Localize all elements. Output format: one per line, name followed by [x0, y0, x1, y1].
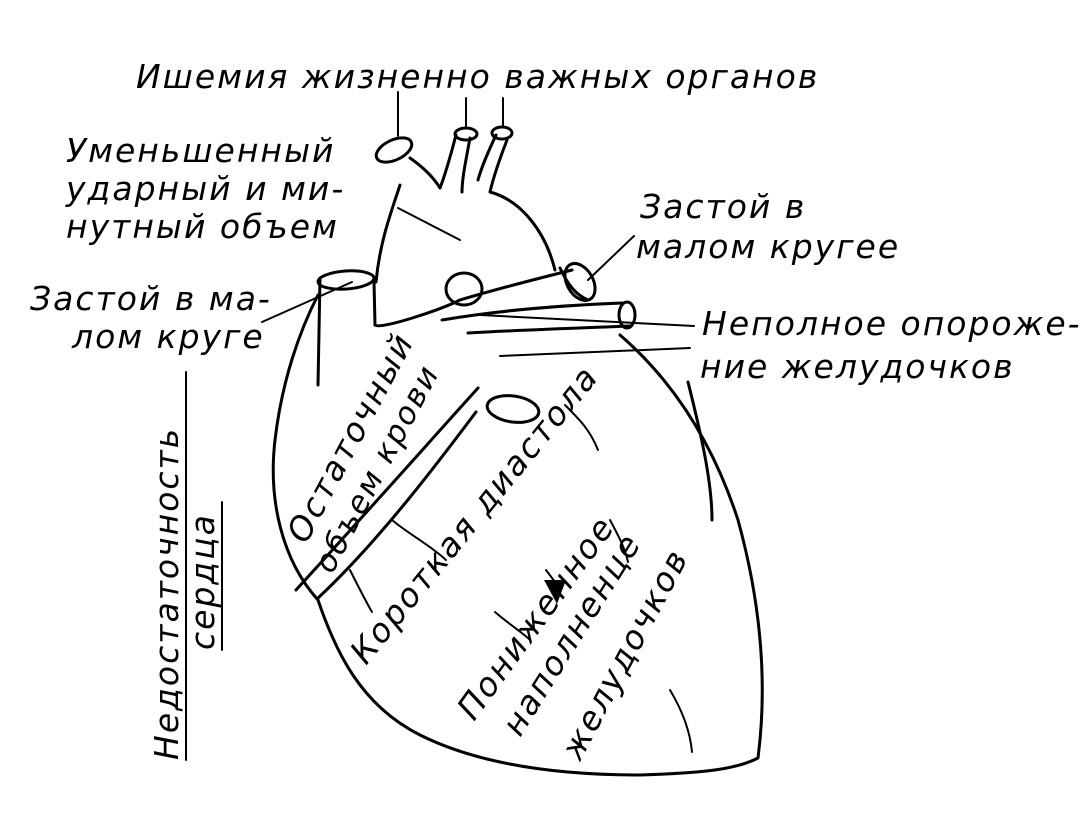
coronary-opening [485, 394, 541, 424]
pulmonary-vessel-opening [563, 262, 597, 302]
aortic-root-opening [444, 271, 484, 307]
pulmonary-trunk-opening [617, 300, 637, 330]
vessel-squiggle-2 [391, 519, 447, 561]
labels: Ишемия жизненно важных органов Уменьшенн… [30, 57, 1082, 767]
arrow-shaft [545, 569, 556, 583]
label-congestion-left-line1: Застой в ма- [30, 279, 272, 318]
label-emptying-line1: Неполное опороже- [702, 304, 1082, 343]
leader-stroke-volume [397, 207, 461, 241]
vessel-squiggle-1 [564, 404, 599, 451]
residual-band-bottom [316, 410, 478, 600]
label-congestion-right-line1: Застой в [640, 187, 806, 226]
vessel-opening-1 [374, 136, 414, 164]
label-stroke-volume-line2: ударный и ми- [65, 169, 345, 208]
leader-lines [261, 91, 695, 357]
pulmonary-vessel-right [558, 266, 590, 302]
arrow-down-icon [544, 580, 566, 604]
leader-congestion-left [261, 281, 353, 323]
pulmonary-trunk [440, 301, 632, 335]
label-insufficiency-group: Недостаточность [147, 371, 187, 761]
vessel-squiggle-5 [494, 611, 531, 641]
label-insufficiency-line2: сердца [183, 513, 222, 650]
label-stroke-volume-line1: Уменьшенный [66, 131, 335, 170]
vessel-opening-3 [490, 125, 514, 141]
label-congestion-left-line2: лом круге [71, 317, 265, 356]
heart-outline [271, 293, 764, 777]
leader-emptying-2 [499, 347, 691, 357]
label-emptying-line2: ние желудочков [700, 347, 1015, 386]
label-insufficiency-line1: Недостаточность [147, 427, 186, 760]
leader-emptying-1 [479, 314, 695, 327]
vessel-squiggle-3 [349, 569, 373, 613]
label-ischemia: Ишемия жизненно важных органов [136, 57, 819, 96]
label-stroke-volume-line3: нутный объем [66, 207, 339, 246]
septal-band [686, 380, 714, 522]
left-vessel-opening [316, 269, 376, 291]
leader-congestion-right [587, 235, 635, 281]
residual-band-top [294, 386, 480, 592]
label-congestion-right-line2: малом кругее [636, 227, 900, 266]
label-insufficiency-group-2: сердца [183, 501, 223, 651]
heart-drawing [271, 125, 764, 777]
aortic-arch [374, 133, 557, 284]
vessel-squiggle-4 [609, 519, 629, 563]
vessel-opening-2 [453, 126, 479, 142]
vessel-squiggle-6 [669, 689, 693, 753]
